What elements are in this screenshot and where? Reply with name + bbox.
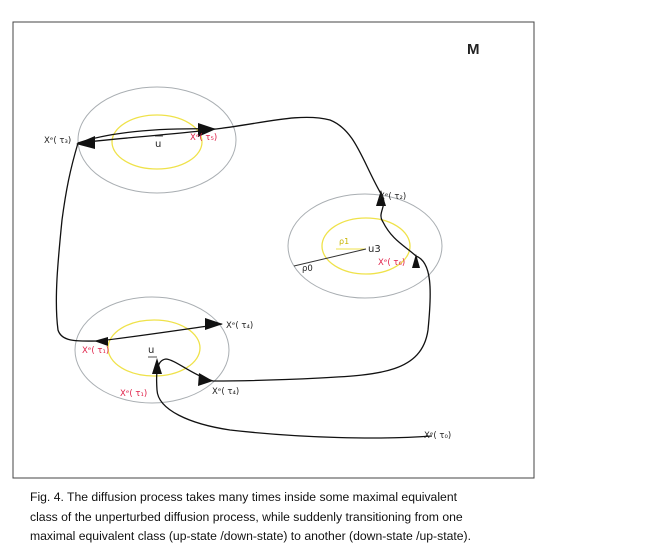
rho0-radius (293, 248, 367, 267)
arrowhead-t5 (198, 123, 216, 137)
top-left-state-label: u (155, 139, 161, 150)
caption-line-3: maximal equivalent class (up-state /down… (30, 529, 471, 543)
arrowhead-t3 (76, 136, 95, 149)
top-left-inner-circle (111, 114, 203, 170)
arrowhead-t1 (152, 358, 162, 374)
caption-line-2: class of the unperturbed diffusion proce… (30, 509, 463, 524)
label-x-tau2-red: Xᵉ( τ₆) (378, 258, 405, 268)
figure-caption: Fig. 4. The diffusion process takes many… (30, 488, 650, 547)
label-x-tau5: Xᵉ( τ₅) (190, 133, 217, 143)
arrowhead-t4 (198, 373, 213, 386)
label-x-tau0: Xᵉ( τ₀) (424, 431, 451, 441)
rho0-label: ρ0 (302, 264, 313, 274)
manifold-label: M (467, 41, 480, 58)
arrowhead-t4-upper (94, 337, 108, 346)
label-x-tau4: Xᵉ( τ₄) (212, 387, 239, 397)
bottom-outer-circle (74, 296, 230, 404)
right-state-label: u3 (368, 244, 381, 255)
arrowhead-t6 (205, 318, 223, 330)
label-x-tau3: Xᵉ( τ₃) (44, 136, 71, 146)
top-left-outer-circle (77, 86, 237, 194)
right-inner-circle (321, 217, 411, 275)
diagram-frame (12, 21, 535, 479)
label-x-tau6: Xᵉ( τ₄) (226, 321, 253, 331)
diffusion-path (55, 116, 433, 439)
bottom-inner-circle (107, 319, 201, 377)
label-x-tau2: Xᵉ( τ₂) (379, 192, 406, 202)
arrowhead-t2 (376, 190, 386, 206)
caption-line-1: Fig. 4. The diffusion process takes many… (30, 490, 457, 504)
arrowhead-t2-lower (412, 254, 420, 268)
diffusion-diagram: M u ρ1 ρ0 u3 u Xᵉ( τ₃) Xᵉ( τ₅) Xᵉ( τ₂) X… (12, 21, 535, 479)
rho1-label: ρ1 (339, 237, 349, 246)
bottom-state-label: u (148, 345, 154, 356)
label-x-tau4-red: Xᵉ( τ₁) (82, 346, 109, 356)
right-outer-circle (287, 193, 443, 299)
label-x-tau1-red: Xᵉ( τ₁) (120, 389, 147, 399)
